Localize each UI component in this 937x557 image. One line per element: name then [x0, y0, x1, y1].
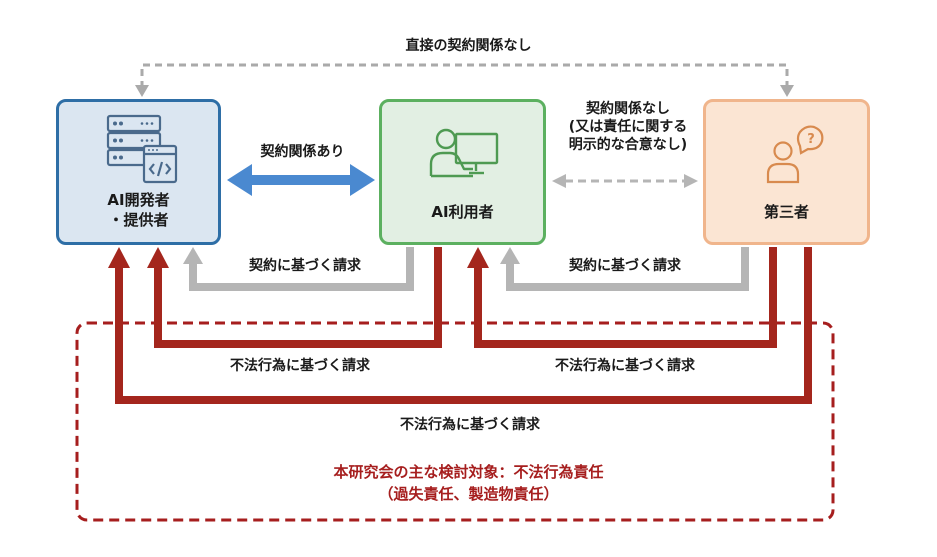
focus-note-line1: 本研究会の主な検討対象：不法行為責任 [333, 463, 604, 481]
contract-claim-arrow-user-to-dev [183, 247, 414, 291]
tort-claim-arrow-third-to-user [467, 247, 777, 348]
entity-name: AI利用者 [431, 203, 494, 221]
contract-claim-arrow-third-to-user [500, 247, 749, 291]
entity-ai-user[interactable]: AI利用者 [379, 99, 546, 245]
no-direct-contract-label: 直接の契約関係なし [405, 38, 532, 54]
no-direct-contract-connector [135, 63, 794, 97]
svg-text:?: ? [807, 132, 815, 147]
arrowhead-down-third [780, 85, 794, 97]
no-contract-line3: 明示的な合意なし) [568, 137, 688, 154]
entity-name: AI開発者 ・提供者 [59, 190, 218, 231]
entity-third-party[interactable]: ? 第三者 [703, 99, 870, 245]
entity-ai-developer[interactable]: AI開発者 ・提供者 [56, 99, 221, 245]
entity-name: 第三者 [763, 203, 809, 221]
no-contract-relation-label: 契約関係なし (又は責任に関する 明示的な合意なし) [548, 100, 708, 155]
server-code-icon [106, 114, 178, 184]
tort-claim-arrow-user-to-dev [147, 247, 442, 348]
tort-claim-label-third-to-dev: 不法行為に基づく請求 [400, 417, 540, 433]
no-contract-line2: (又は責任に関する [568, 119, 688, 136]
tort-claim-label-user-to-dev: 不法行為に基づく請求 [230, 358, 370, 374]
focus-area-border [75, 321, 835, 522]
no-contract-line1: 契約関係なし [586, 101, 670, 117]
focus-note: 本研究会の主な検討対象：不法行為責任 （過失責任、製造物責任） [0, 462, 937, 506]
contract-claim-label-third-to-user: 契約に基づく請求 [569, 258, 681, 274]
entity-name-line2: ・提供者 [108, 211, 169, 230]
no-contract-dashed-arrow [552, 174, 698, 188]
entity-name-line1: AI開発者 [107, 191, 170, 209]
arrowhead-down-dev [135, 85, 149, 97]
focus-note-line2: （過失責任、製造物責任） [378, 484, 559, 503]
contract-double-arrow [227, 164, 375, 196]
tort-claim-label-third-to-user: 不法行為に基づく請求 [555, 358, 695, 374]
contract-claim-label-user-to-dev: 契約に基づく請求 [249, 258, 361, 274]
contract-relation-label: 契約関係あり [260, 144, 345, 160]
tort-claim-arrow-third-to-dev [108, 247, 812, 404]
person-question-icon: ? [766, 125, 824, 184]
person-computer-icon [429, 128, 499, 178]
